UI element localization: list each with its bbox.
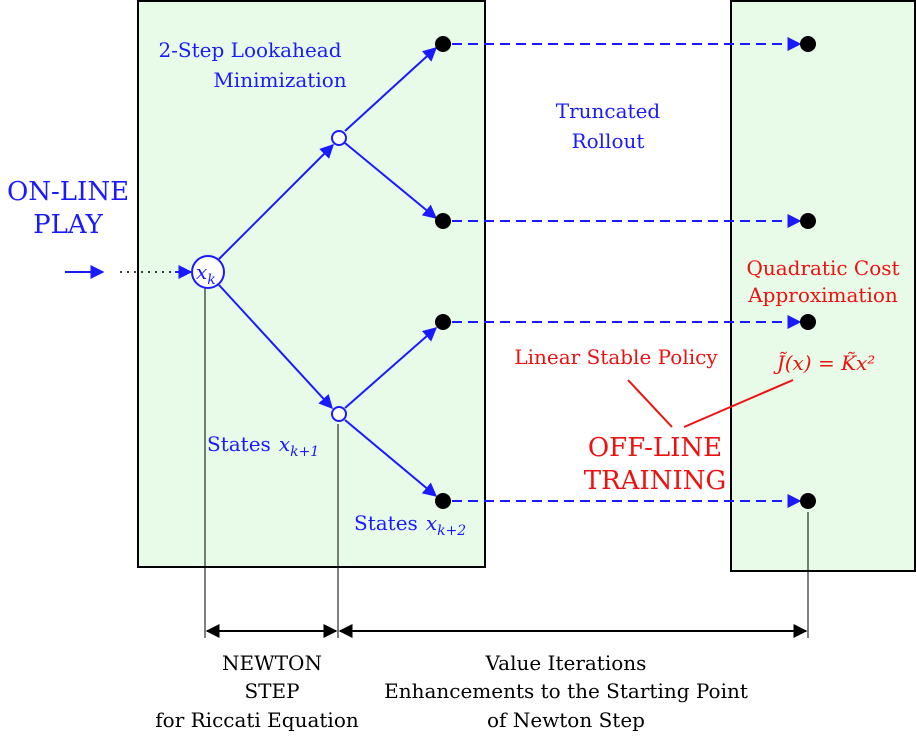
node-xk1-lower [331, 406, 347, 422]
lookahead-label-1: 2-Step Lookahead [158, 38, 341, 62]
online-label-1: ON-LINE [7, 177, 129, 207]
quadratic-label-2: Approximation [747, 283, 898, 307]
node-leaf-4 [435, 493, 451, 509]
edge-xk-upper [218, 144, 334, 260]
lookahead-label-2: Minimization [213, 68, 346, 92]
rollout-label-1: Truncated [556, 99, 661, 123]
edge-upper-1 [344, 47, 438, 132]
edge-xk-lower [218, 284, 333, 410]
node-terminal-3 [800, 314, 816, 330]
offline-label-2: TRAINING [584, 466, 727, 496]
edge-lower-2 [344, 419, 438, 497]
node-terminal-4 [800, 493, 816, 509]
node-terminal-1 [800, 36, 816, 52]
newton-label-1: NEWTON [222, 651, 322, 675]
node-terminal-2 [800, 213, 816, 229]
vi-label-3: of Newton Step [487, 708, 645, 732]
node-xk1-upper [331, 130, 347, 146]
terminal-cost-box [730, 0, 916, 572]
node-leaf-1 [435, 36, 451, 52]
policy-label: Linear Stable Policy [514, 345, 718, 369]
quadratic-label-1: Quadratic Cost [746, 256, 899, 280]
edge-upper-2 [344, 142, 438, 219]
newton-label-2: STEP [244, 679, 299, 703]
node-leaf-2 [435, 213, 451, 229]
lookahead-box [137, 0, 486, 568]
vi-label-1: Value Iterations [485, 651, 647, 675]
node-leaf-3 [435, 314, 451, 330]
vi-label-2: Enhancements to the Starting Point [384, 679, 748, 703]
offline-label-1: OFF-LINE [588, 433, 722, 463]
node-xk [191, 255, 225, 289]
node-xk-label: xk [196, 260, 216, 288]
newton-label-3: for Riccati Equation [155, 708, 359, 732]
cost-formula: J̃(x) = K̃x² [773, 351, 876, 375]
online-label-2: PLAY [33, 210, 103, 240]
rollout-label-2: Rollout [572, 129, 645, 153]
edge-lower-1 [344, 327, 438, 409]
cost-pointer [683, 379, 794, 428]
policy-pointer [627, 379, 673, 428]
